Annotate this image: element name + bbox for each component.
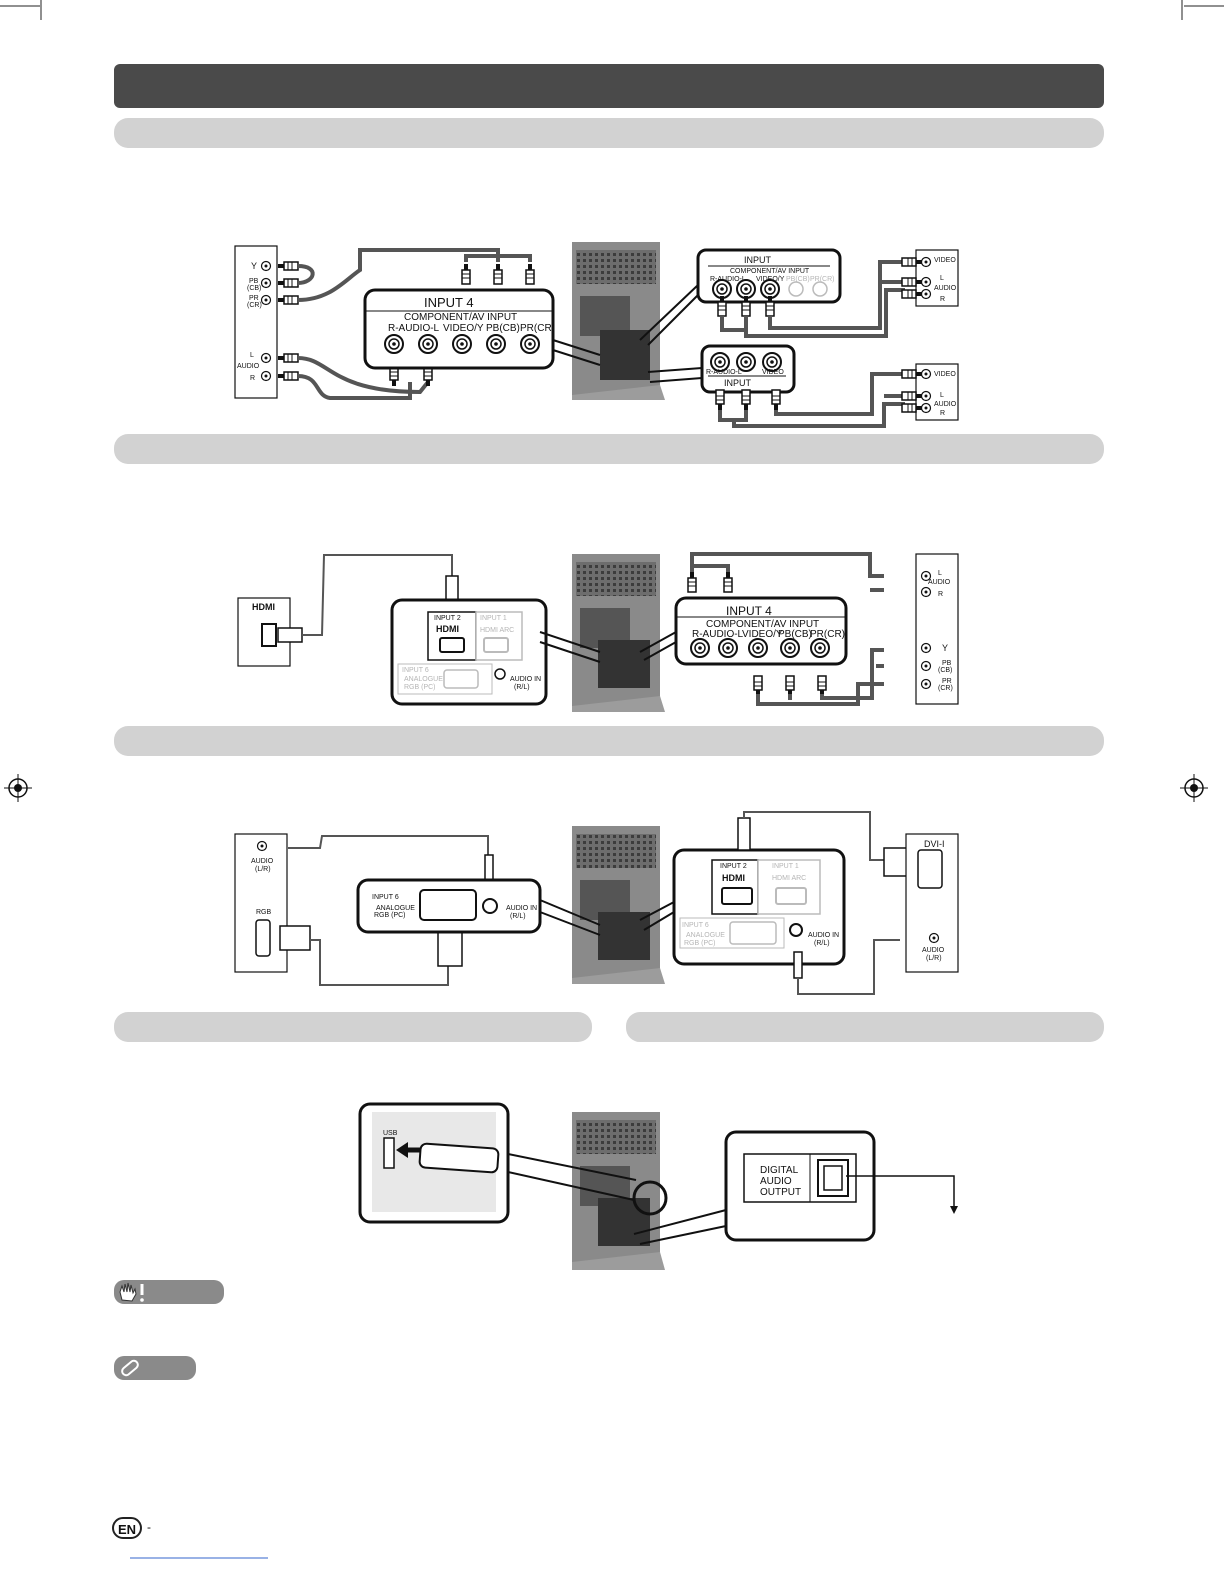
digital-audio-line1: DIGITAL [760,1165,799,1176]
hand-caution-icon [119,1282,144,1302]
analogue-label: ANALOGUE [404,676,443,683]
main-title-bar [114,64,1104,108]
hdmi-arc-label: HDMI ARC [480,627,515,634]
right-audio-label: AUDIO [934,401,957,408]
audio-in-label: AUDIO IN [510,676,542,683]
jack-label: R-AUDIO-L [706,369,742,376]
note-badge [114,1356,196,1380]
registration-mark-icon [1180,774,1208,802]
right-audio-label: AUDIO [934,285,957,292]
jack-label: R-AUDIO-L [692,629,744,640]
src-y-label: Y [251,261,258,271]
right-audio-sub: (L/R) [926,955,942,962]
left-rgb-label: RGB [256,909,272,916]
analogue-label: ANALOGUE [686,932,725,939]
audio-in-sub: (R/L) [514,684,530,691]
src-pb-label: PB [249,278,259,285]
rgb-pc-label: RGB (PC) [404,684,436,691]
audio-in-sub: (R/L) [510,913,526,920]
section-bar-2 [114,434,1104,464]
jack-label: PB(CB) [486,323,520,334]
right-audio-label: AUDIO [928,579,951,586]
input6-label: INPUT 6 [682,922,709,929]
right-audio-label: AUDIO [922,947,945,954]
jack-label: PB(CB) [786,276,810,283]
right-r-label: R [938,591,944,598]
language-badge: EN [112,1517,142,1539]
hdmi-label: HDMI [436,624,459,634]
right-video-label: VIDEO [934,371,956,378]
hdmi-arc-label: HDMI ARC [772,875,807,882]
right-pb-label: PB [942,660,952,667]
digital-audio-line2: AUDIO [760,1176,792,1187]
panel-subtitle: COMPONENT/AV INPUT [404,312,518,323]
right-l-label: L [940,275,944,282]
av-top-sub: COMPONENT/AV INPUT [730,268,810,275]
tv-rear-1 [572,242,665,400]
audio-in-label: AUDIO IN [506,905,538,912]
hdmi-device-label: HDMI [252,602,275,612]
right-video-label: VIDEO [934,257,956,264]
right-l-label: L [938,570,942,577]
caution-badge [114,1280,224,1304]
page-dash: - [147,1520,151,1534]
jack-label: PR(CR) [810,276,835,283]
input2-label: INPUT 2 [720,863,747,870]
right-l-label: L [940,392,944,399]
dvi-label: DVI-I [924,839,945,849]
jack-label: PR(CR) [810,629,845,640]
audio-in-label: AUDIO IN [808,932,840,939]
jack-label: PR(CR) [520,323,555,334]
audio-in-sub: (R/L) [814,940,830,947]
digital-audio-line3: OUTPUT [760,1187,802,1198]
jack-label: VIDEO/Y [742,629,783,640]
registration-mark-icon [4,774,32,802]
av-top-title: INPUT [744,255,771,265]
left-audio-sub: (L/R) [255,866,271,873]
right-r-label: R [940,410,946,417]
right-y-label: Y [942,643,949,653]
right-r-label: R [940,296,946,303]
input6-label: INPUT 6 [402,667,429,674]
section-bar-3 [114,726,1104,756]
src-audio-r: R [250,375,256,382]
jack-label: PB(CB) [778,629,812,640]
right-pr-label: PR [942,678,952,685]
analogue-label: ANALOGUE [376,905,415,912]
section-bar-4 [114,1012,592,1042]
jack-label: VIDEO [762,369,784,376]
section-bar-1 [114,118,1104,148]
left-audio-label: AUDIO [251,858,274,865]
src-audio-l: L [250,352,254,359]
comp-subtitle: COMPONENT/AV INPUT [706,619,820,630]
input1-label: INPUT 1 [480,615,507,622]
src-pr-sub: (CR) [247,302,262,309]
hdmi-label: HDMI [722,873,745,883]
src-pr-label: PR [249,295,259,302]
comp-title: INPUT 4 [726,604,772,618]
av-bottom-title: INPUT [724,378,751,388]
rgb-pc-label: RGB (PC) [684,940,716,947]
panel-title: INPUT 4 [424,295,474,310]
jack-label: VIDEO/Y [443,323,484,334]
input6-label: INPUT 6 [372,894,399,901]
rgb-pc-label: RGB (PC) [374,912,406,919]
note-pencil-icon [121,1359,139,1377]
jack-label: VIDEO/Y [756,276,785,283]
input1-label: INPUT 1 [772,863,799,870]
jack-label: R-AUDIO-L [388,323,440,334]
jack-label: R-AUDIO-L [710,276,746,283]
right-pb-sub: (CB) [938,667,953,674]
input2-label: INPUT 2 [434,615,461,622]
right-pr-sub: (CR) [938,685,953,692]
src-audio: AUDIO [237,363,260,370]
trim-marks [0,0,1224,20]
src-pb-sub: (CB) [247,285,262,292]
usb-label: USB [383,1130,398,1137]
section-bar-5 [626,1012,1104,1042]
